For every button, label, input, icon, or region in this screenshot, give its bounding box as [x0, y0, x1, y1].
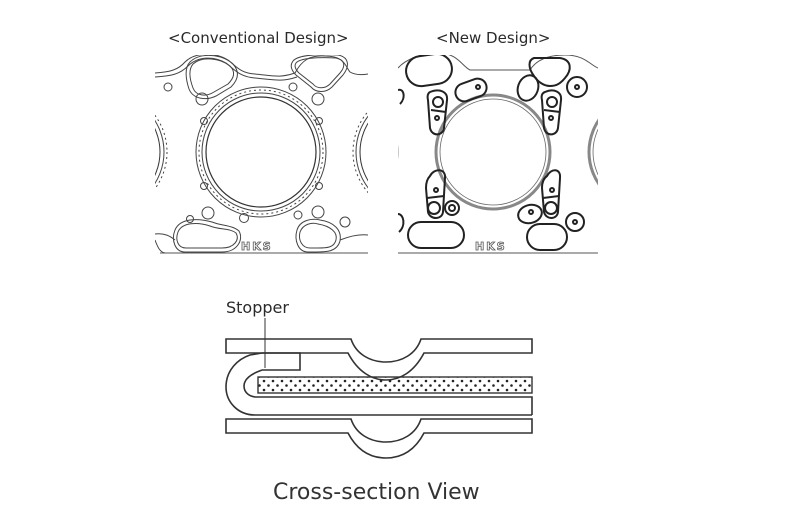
cross-section-caption: Cross-section View [273, 480, 480, 505]
new-gasket-drawing [398, 55, 598, 254]
new-design-title: <New Design> [436, 29, 551, 47]
conventional-gasket-drawing [155, 55, 368, 254]
stopper-callout-label: Stopper [226, 298, 289, 317]
cross-section-drawing [225, 318, 533, 459]
new-hks-mark: HKS [475, 240, 507, 253]
conventional-hks-mark: HKS [241, 240, 273, 253]
conventional-design-title: <Conventional Design> [168, 29, 349, 47]
